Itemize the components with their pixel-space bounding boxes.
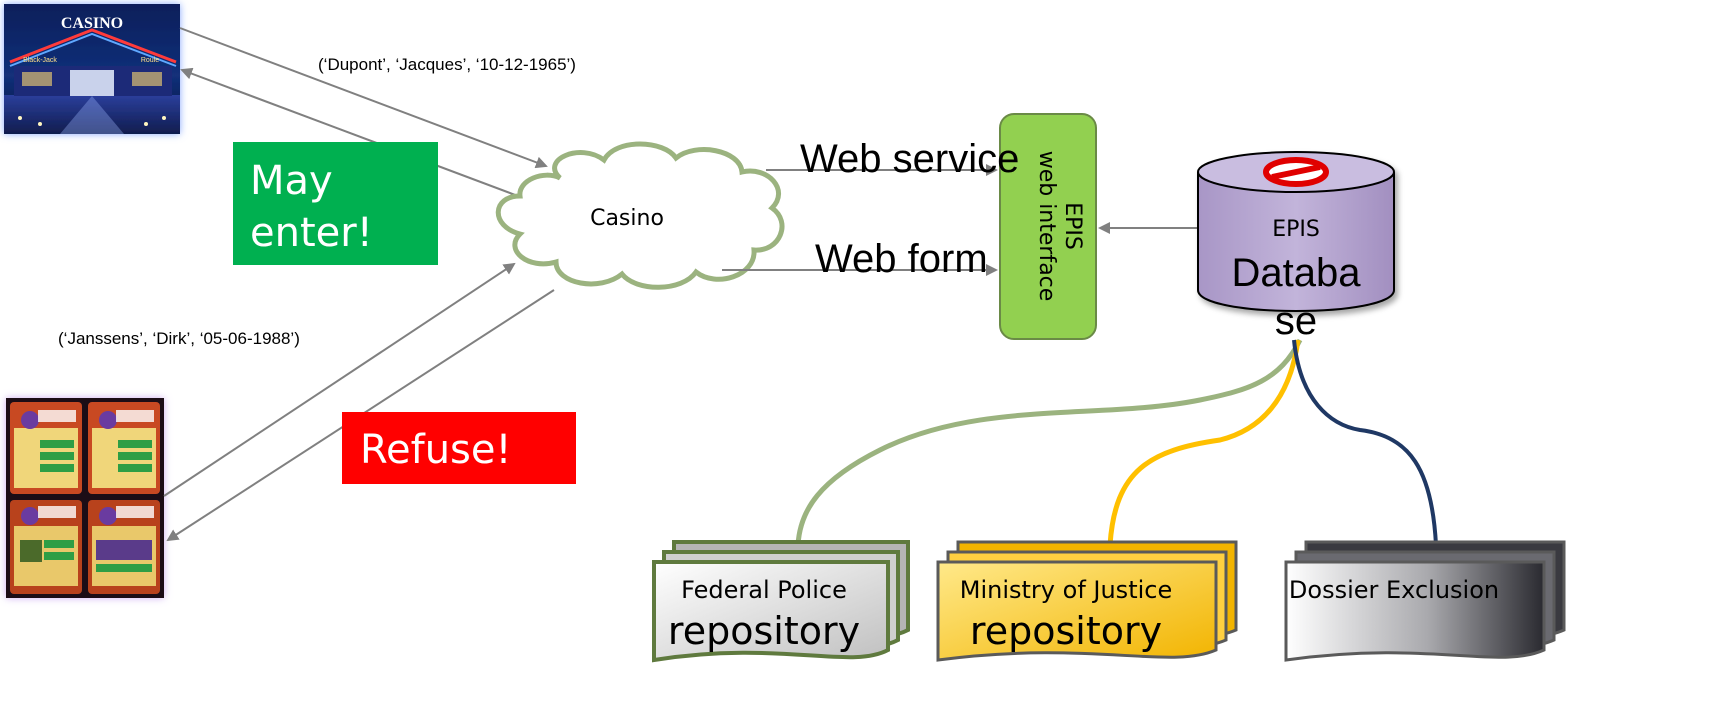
cloud-shape bbox=[495, 141, 785, 290]
web-service-label: Web service bbox=[800, 137, 1019, 181]
repo-federal-police: Federal Police repository bbox=[652, 540, 910, 663]
connections-right bbox=[722, 164, 1198, 276]
scratch-card-3 bbox=[10, 500, 82, 594]
repo-dossier-exclusion-title: Dossier Exclusion bbox=[1289, 576, 1499, 604]
repo-ministry-justice: Ministry of Justice repository bbox=[936, 540, 1238, 662]
janssens-tuple-label: (‘Janssens’, ‘Dirk’, ‘05-06-1988’) bbox=[58, 329, 300, 348]
casino-sign-left: Black-Jack bbox=[23, 57, 57, 64]
casino-sign-text: CASINO bbox=[61, 15, 123, 32]
arrow-cloud-to-casino bbox=[180, 67, 519, 197]
may-enter-line-2: enter! bbox=[250, 210, 373, 256]
repo-federal-police-subtitle: repository bbox=[668, 609, 860, 653]
curve-dossier-exclusion bbox=[1292, 339, 1438, 546]
casino-cloud: Casino bbox=[495, 141, 785, 290]
web-form-label: Web form bbox=[815, 237, 988, 281]
casino-sign-right: Roule bbox=[141, 57, 159, 64]
curve-federal-police bbox=[795, 338, 1303, 546]
web-interface-line-1: EPIS bbox=[1060, 202, 1085, 250]
refuse-box: Refuse! bbox=[342, 412, 576, 484]
scratch-cards-photo bbox=[6, 398, 164, 598]
scratch-card-1 bbox=[10, 402, 82, 494]
repo-ministry-justice-title: Ministry of Justice bbox=[960, 576, 1172, 604]
may-enter-line-1: May bbox=[250, 158, 333, 204]
arrow-casino-to-cloud bbox=[179, 27, 548, 169]
repo-dossier-exclusion: Dossier Exclusion bbox=[1284, 540, 1566, 662]
repo-federal-police-title: Federal Police bbox=[681, 576, 847, 604]
dupont-tuple-label: (‘Dupont’, ‘Jacques’, ‘10-12-1965’) bbox=[318, 55, 576, 74]
no-entry-icon bbox=[1263, 157, 1329, 187]
refuse-label: Refuse! bbox=[360, 427, 512, 473]
scratch-card-4 bbox=[88, 500, 160, 594]
casino-photo: CASINO Black-Jack Roule bbox=[4, 4, 180, 134]
repository-curves bbox=[795, 338, 1438, 546]
cloud-label: Casino bbox=[590, 206, 664, 231]
epis-web-interface: EPIS web interface bbox=[999, 113, 1097, 340]
database-big-label-1: Databa bbox=[1232, 251, 1362, 295]
database-big-label-2: se bbox=[1275, 299, 1317, 343]
database-small-label: EPIS bbox=[1272, 217, 1320, 242]
repo-ministry-justice-subtitle: repository bbox=[970, 609, 1162, 653]
web-interface-line-2: web interface bbox=[1034, 151, 1059, 302]
arrows-left bbox=[163, 27, 555, 542]
scratch-card-2 bbox=[88, 402, 160, 494]
arrow-cards-to-cloud bbox=[163, 262, 516, 497]
may-enter-box: May enter! bbox=[233, 142, 438, 265]
curve-ministry-justice bbox=[1107, 339, 1301, 546]
